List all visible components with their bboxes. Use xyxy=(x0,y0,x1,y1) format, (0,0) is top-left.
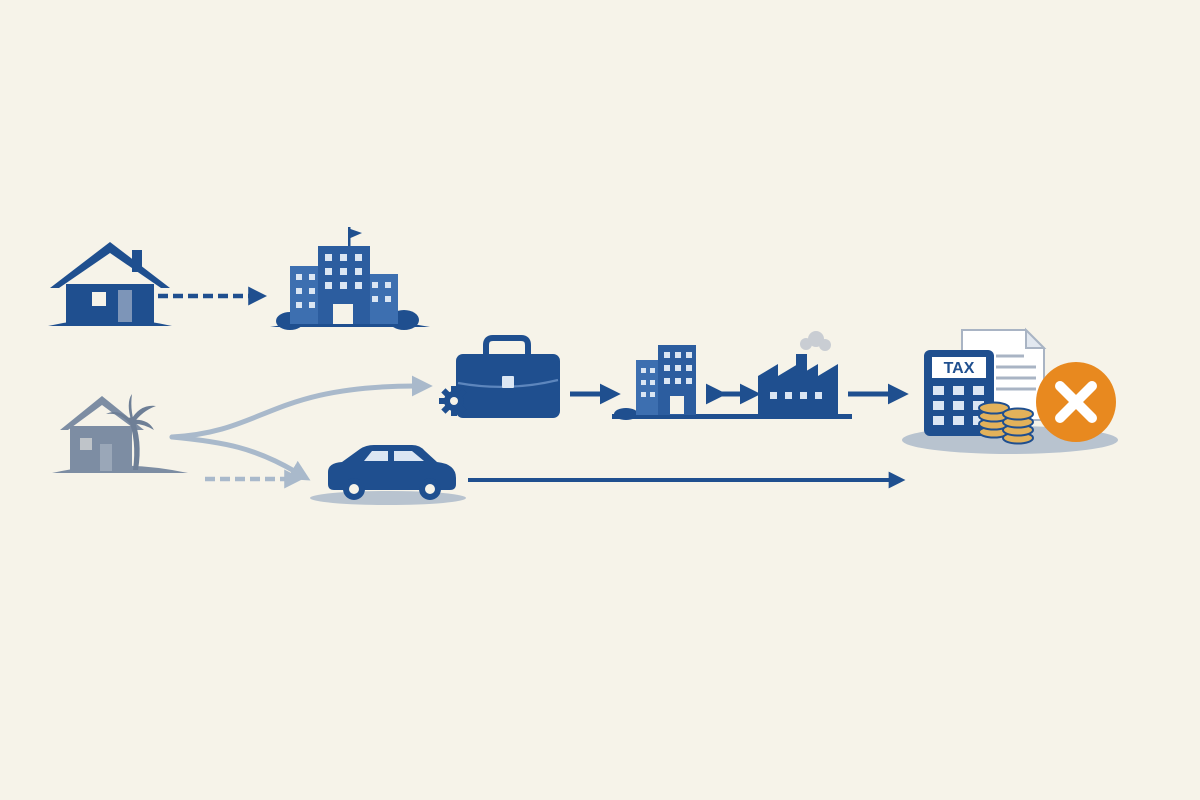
coin-stack-icon xyxy=(978,401,1034,445)
house-icon xyxy=(48,242,172,326)
car-icon xyxy=(310,445,466,505)
gear-icon xyxy=(439,386,469,416)
office-building-icon xyxy=(270,227,430,330)
vacation-home-icon xyxy=(52,396,188,473)
branch-arrow-to-car xyxy=(169,434,311,481)
palm-tree-icon xyxy=(106,394,156,470)
city-buildings-icon xyxy=(612,345,852,420)
coin xyxy=(978,401,1010,415)
tax-label: TAX xyxy=(944,360,975,377)
briefcase-icon xyxy=(456,335,560,418)
branch-arrow-to-work xyxy=(169,375,433,440)
coin xyxy=(1002,407,1034,421)
tax-calculator-icon: TAX xyxy=(924,350,994,436)
factory-icon xyxy=(758,331,838,414)
rejected-x-icon xyxy=(1036,362,1116,442)
